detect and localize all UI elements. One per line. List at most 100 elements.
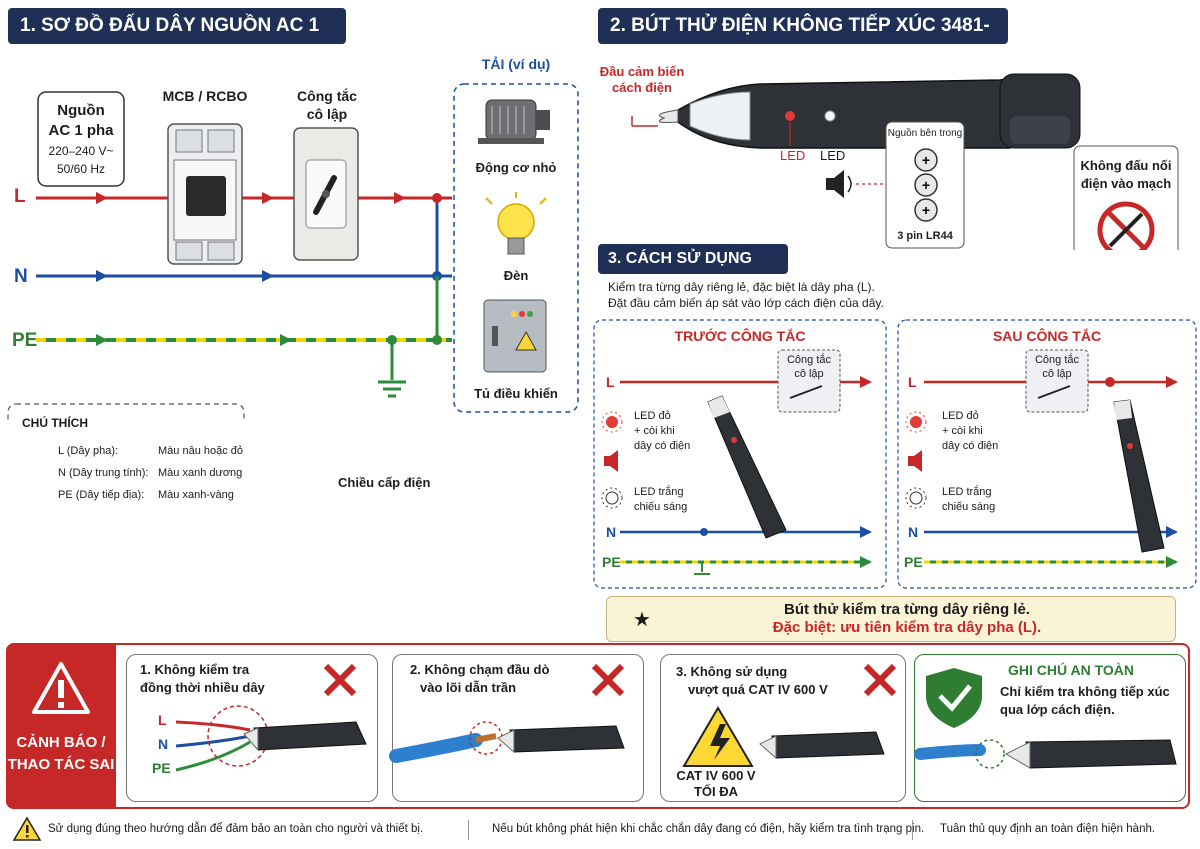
source-box [37,91,125,187]
line-label-n: N [14,266,28,287]
after-line-n: N [908,524,919,540]
arrow-l2 [262,192,274,204]
source-label-1: Nguồn [57,102,105,119]
tester-before-icon [707,395,787,539]
safety-title: GHI CHÚ AN TOÀN [1008,662,1134,678]
safety-line-2: qua lớp cách điện. [1000,702,1115,717]
warning-triangle-icon [32,662,90,714]
warning-2-line-1: 2. Không chạm đầu dò [410,662,550,677]
led-white-icon [601,487,623,509]
arrow-pe2 [280,334,292,346]
footer-text-3: Tuân thủ quy định an toàn điện hiện hành… [940,823,1156,835]
legend-l-wire: L (Dây pha): [58,445,119,457]
arrow-l3 [394,192,406,204]
led-white-icon-after [905,487,927,509]
x-mark-icon-1 [323,663,357,697]
arrow-n1 [96,270,108,282]
switch-label-2: cô lập [306,106,348,122]
switch-after-label-1: Công tắc [1034,354,1080,366]
no-connect-icon [1097,201,1155,250]
after-led-red-3: dây có điện [942,440,999,452]
after-led-white-2: chiếu sáng [942,501,996,513]
legend-flow-label: Chiều cấp điện [338,475,431,490]
usage-panels [593,319,1197,589]
safety-line-1: Chỉ kiểm tra không tiếp xúc [1000,684,1170,699]
sensor-tip-label-1: Đầu cảm biến [599,64,685,79]
arrow-pe1 [96,334,108,346]
mcb-label: MCB / RCBO [162,88,248,104]
legend-pe-wire: PE (Dây tiếp địa): [58,489,145,501]
after-led-red-2: + còi khi [942,425,983,437]
footer-divider-2 [912,820,913,840]
line-label-l: L [14,186,26,207]
source-label-2: AC 1 pha [48,122,114,139]
junction-l [432,193,442,203]
usage-note-box: ★ Bút thử kiểm tra từng dây riêng lẻ. Đặ… [606,596,1176,642]
legend-n-wire: N (Dây trung tính): [58,467,149,479]
source-label-4: 50/60 Hz [56,162,106,176]
legend-n-desc: Màu xanh dương [158,467,243,479]
load-cabinet-label: Tủ điều khiển [474,386,558,401]
before-led-white-1: LED trắng [634,486,684,498]
footer-text-1: Sử dụng đúng theo hướng dẫn để đảm bảo a… [48,823,424,835]
footer-divider-1 [468,820,469,840]
arrow-n2 [262,270,274,282]
section2-title: 2. BÚT THỬ ĐIỆN KHÔNG TIẾP XÚC 3481-20 [598,8,1008,72]
warning-wire-pe: PE [152,760,171,776]
before-line-pe: PE [602,554,621,570]
before-line-l: L [606,374,615,390]
panel-after [897,319,1197,589]
section3-title: 3. CÁCH SỬ DỤNG ĐÚNG [598,244,788,297]
high-voltage-hazard-icon [682,706,754,767]
warning-1-line-1: 1. Không kiểm tra [140,662,250,677]
after-line-l: L [908,374,917,390]
svg-text:+: + [922,152,930,168]
panel-after-title: SAU CÔNG TẮC [992,328,1102,344]
lamp-icon [485,192,547,255]
before-led-red-3: dây có điện [634,440,691,452]
warning-3-line-1: 3. Không sử dụng [676,664,788,679]
tester-diagram: + + + [631,73,1179,250]
sensor-tip-label-2: cách điện [612,80,672,95]
switch-before-label-2: cô lập [794,368,824,380]
before-led-red-2: + còi khi [634,425,675,437]
motor-icon [478,99,550,144]
shield-check-icon [926,668,982,728]
led-white-label: LED [820,148,846,163]
section1-title: 1. SƠ ĐỒ ĐẤU DÂY NGUỒN AC 1 PHA [8,8,346,72]
battery-label: 3 pin LR44 [897,230,953,242]
wiring-diagram [7,83,579,420]
cat-label-2: TỐI ĐA [693,784,739,799]
warning-wire-n: N [158,736,169,752]
speaker-red-icon-after [908,450,922,472]
panel-before-title: TRƯỚC CÔNG TẮC [674,328,806,344]
switch-before-label-1: Công tắc [786,354,832,366]
legend-pe-desc: Màu xanh-vàng [158,489,234,501]
warning-wire-l: L [158,712,167,728]
switch-label-1: Công tắc [297,88,357,104]
ground-symbol-icon [378,380,406,398]
before-led-white-2: chiếu sáng [634,501,688,513]
section3-desc-2: Đặt đầu cảm biến áp sát vào lớp cách điệ… [608,296,884,310]
warning-title-1: CẢNH BÁO / [16,734,106,751]
junction-pe [432,335,442,345]
line-label-pe: PE [12,330,38,351]
load-motor-label: Động cơ nhỏ [475,160,557,175]
svg-text:+: + [922,202,930,218]
warning-1-line-2: đồng thời nhiều dây [140,680,265,695]
speaker-icon [826,170,852,198]
switch-after-label-2: cô lập [1042,368,1072,380]
legend-box [7,403,245,420]
no-connect-label-1: Không đấu nối [1080,158,1172,173]
battery-icon: + + + [914,148,938,222]
x-mark-icon-3 [863,663,897,697]
control-cabinet-icon [483,299,547,373]
x-mark-icon-2 [591,663,625,697]
before-led-red-1: LED đỏ [634,410,671,422]
footer-warning-icon [12,816,42,841]
source-label-3: 220–240 V~ [48,144,114,158]
led-red-icon-after [905,411,927,433]
arrow-l1 [96,192,108,204]
warning-2-line-2: vào lõi dẫn trần [420,680,517,695]
mcb-icon [167,123,243,265]
